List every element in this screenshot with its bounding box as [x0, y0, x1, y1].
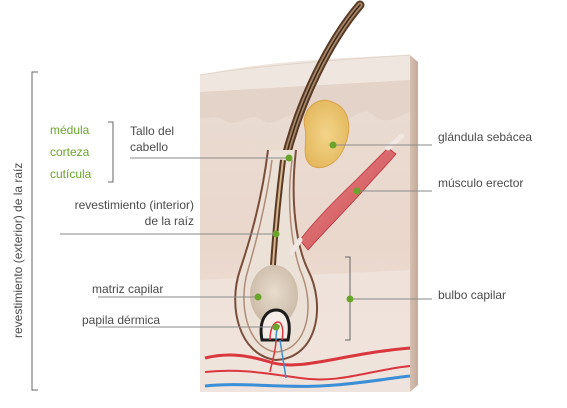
label-hair-matrix: matriz capilar	[92, 282, 164, 296]
leader-lines	[60, 144, 432, 328]
label-medulla: médula	[50, 123, 90, 137]
erector-muscle-shape	[299, 147, 397, 251]
label-cuticle: cutícula	[50, 167, 92, 181]
pointer-dots	[254, 141, 361, 331]
skin-side	[410, 55, 418, 392]
label-inner-root-sheath: revestimiento (interior) de la raíz	[74, 198, 194, 228]
shaft-layers-bracket	[108, 121, 114, 183]
label-hair-bulb: bulbo capilar	[438, 288, 507, 302]
label-sebaceous-gland: glándula sebácea	[438, 130, 533, 144]
label-erector-muscle: músculo erector	[438, 176, 524, 190]
skin-surface	[200, 55, 410, 92]
blood-vessels	[204, 339, 411, 388]
label-cortex: corteza	[50, 145, 90, 159]
outer-sheath-bracket	[31, 71, 38, 391]
label-hair-shaft: Tallo del cabello	[130, 124, 175, 154]
label-dermal-papilla: papila dérmica	[82, 313, 161, 327]
label-outer-root-sheath: revestimiento (exterior) de la raíz	[11, 162, 25, 338]
hair-bulb-core	[250, 265, 298, 325]
